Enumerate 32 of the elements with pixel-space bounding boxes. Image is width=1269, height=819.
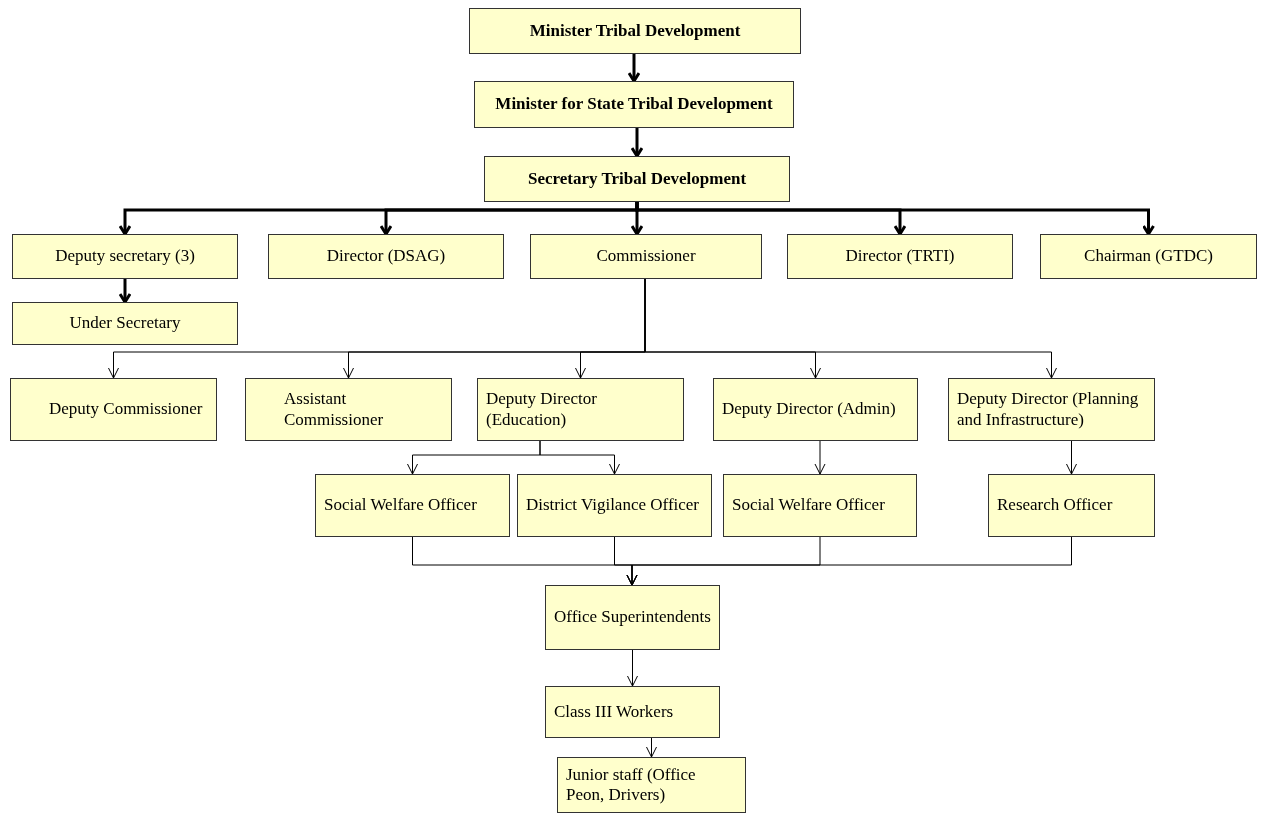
arrow [626,536,1072,586]
org-box: Assistant Commissioner [245,378,452,441]
org-box: Social Welfare Officer [315,474,510,537]
org-box: Research Officer [988,474,1155,537]
org-box: Class III Workers [545,686,720,738]
org-box: Commissioner [530,234,762,279]
arrow [627,54,641,83]
org-box: Chairman (GTDC) [1040,234,1257,279]
org-box: Deputy Commissioner [10,378,217,441]
org-box: Under Secretary [12,302,238,345]
org-box: Deputy secretary (3) [12,234,238,279]
org-box: Minister for State Tribal Development [474,81,794,128]
arrow [635,202,1155,236]
org-box: Secretary Tribal Development [484,156,790,202]
arrow [118,279,132,304]
org-box: Minister Tribal Development [469,8,801,54]
org-box: Deputy Director (Admin) [713,378,918,441]
arrow [630,128,644,158]
org-box: Deputy Director (Education) [477,378,684,441]
arrow [627,649,638,687]
arrow [539,440,620,475]
org-box: District Vigilance Officer [517,474,712,537]
org-box: Junior staff (Office Peon, Drivers) [557,757,746,813]
arrow [644,278,1057,379]
org-box: Deputy Director (Planning and Infrastructure) [948,378,1155,441]
org-box: Director (TRTI) [787,234,1013,279]
org-box: Social Welfare Officer [723,474,917,537]
arrow [1066,440,1077,475]
arrow [646,737,657,758]
org-box: Office Superintendents [545,585,720,650]
org-box: Director (DSAG) [268,234,504,279]
arrow [814,440,826,475]
